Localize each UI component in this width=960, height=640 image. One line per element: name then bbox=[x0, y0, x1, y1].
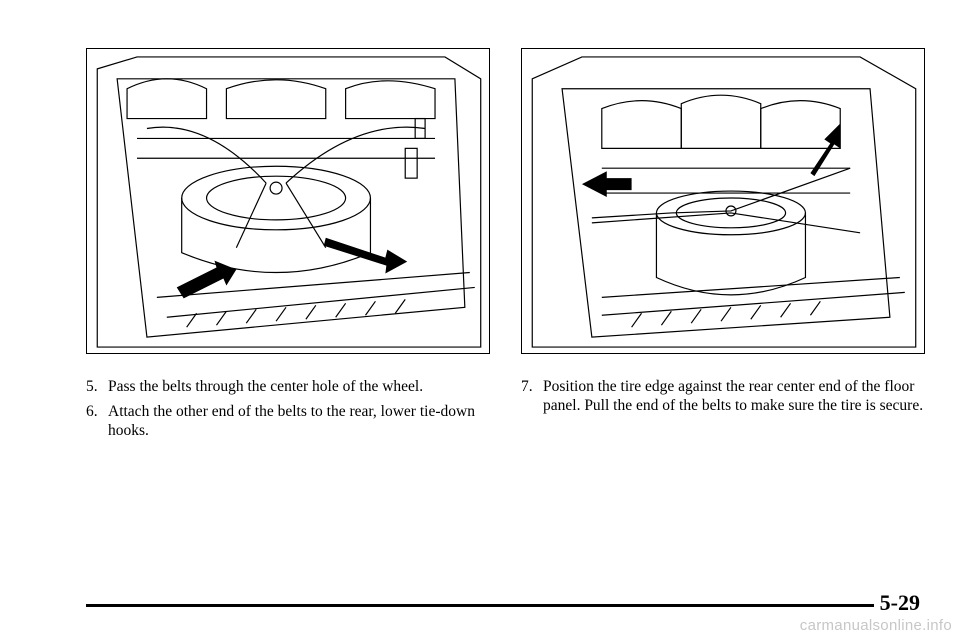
page-number: 5-29 bbox=[879, 590, 920, 615]
illustration-belts-through-wheel bbox=[86, 48, 490, 354]
steps-list-right: 7. Position the tire edge against the re… bbox=[521, 377, 931, 421]
step-7: 7. Position the tire edge against the re… bbox=[521, 377, 931, 415]
step-text: Attach the other end of the belts to the… bbox=[108, 403, 475, 439]
step-6: 6. Attach the other end of the belts to … bbox=[86, 402, 486, 440]
step-number: 7. bbox=[521, 378, 533, 395]
step-text: Position the tire edge against the rear … bbox=[543, 378, 924, 414]
cargo-area-right-drawing bbox=[531, 56, 917, 348]
cargo-area-left-drawing bbox=[96, 56, 482, 348]
steps-list-left: 5. Pass the belts through the center hol… bbox=[86, 377, 486, 446]
step-number: 6. bbox=[86, 403, 98, 420]
watermark: carmanualsonline.info bbox=[799, 617, 952, 634]
step-number: 5. bbox=[86, 378, 98, 395]
illustration-tire-secured bbox=[521, 48, 925, 354]
step-5: 5. Pass the belts through the center hol… bbox=[86, 377, 486, 396]
step-text: Pass the belts through the center hole o… bbox=[108, 378, 424, 395]
footer-rule bbox=[86, 604, 874, 607]
